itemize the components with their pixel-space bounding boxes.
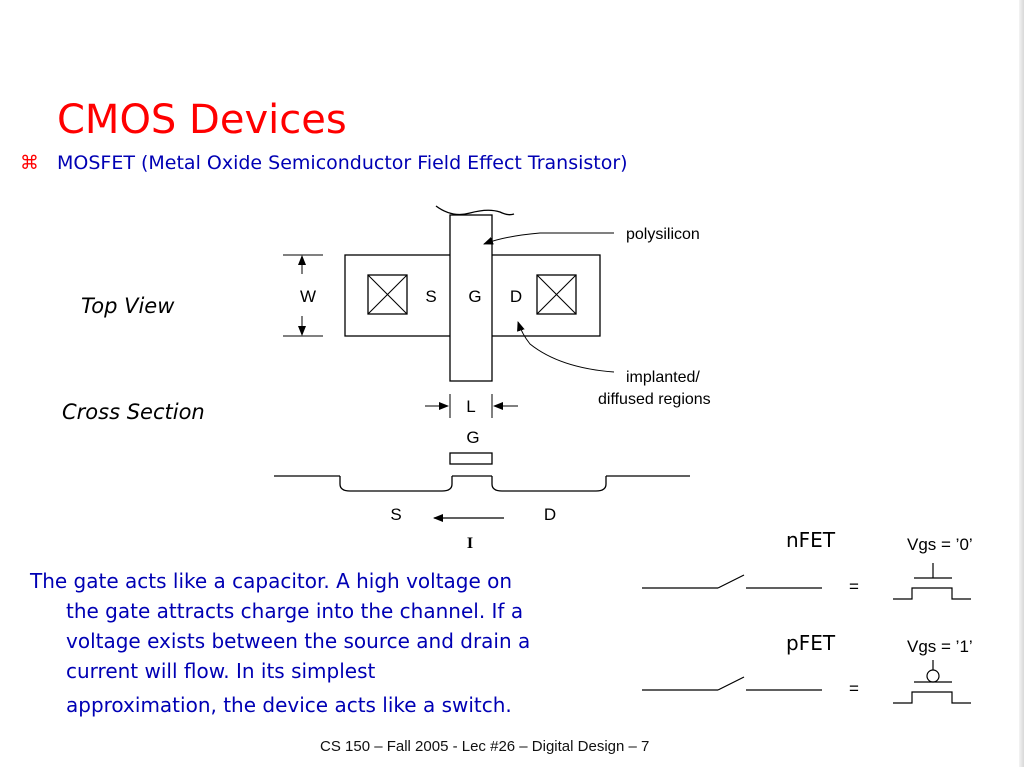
top-source-label: S: [425, 287, 436, 306]
break-line: [435, 205, 515, 216]
source-contact: [367, 274, 408, 315]
pfet-switch: [642, 676, 822, 691]
bullet-icon: ⌘: [20, 152, 39, 174]
implanted-callout-line2: diffused regions: [598, 391, 711, 408]
slide-edge-shadow: [1019, 0, 1024, 767]
nfet-label: nFET: [786, 528, 836, 552]
pfet-equals: =: [849, 679, 859, 698]
top-view-label: Top View: [81, 294, 175, 318]
cross-section-label: Cross Section: [62, 400, 205, 424]
length-label: L: [466, 397, 475, 416]
nfet-equals: =: [849, 577, 859, 596]
paragraph-line: the gate attracts charge into the channe…: [66, 599, 524, 623]
section-drain-label: D: [544, 505, 556, 524]
pfet-symbol: [893, 660, 971, 704]
nfet-switch: [642, 574, 822, 589]
section-gate-label: G: [466, 428, 479, 447]
polysilicon-callout: polysilicon: [626, 226, 700, 243]
top-gate-label: G: [468, 287, 481, 306]
nfet-vgs: Vgs = ’0’: [907, 535, 973, 554]
slide-footer: CS 150 – Fall 2005 - Lec #26 – Digital D…: [320, 738, 650, 755]
paragraph-line: current will flow. In its simplest: [66, 659, 376, 683]
drain-contact: [536, 274, 577, 315]
slide-title: CMOS Devices: [57, 97, 347, 138]
paragraph-line: The gate acts like a capacitor. A high v…: [30, 569, 513, 593]
drain-well: [491, 476, 607, 492]
source-well: [339, 476, 453, 492]
pfet-label: pFET: [786, 631, 836, 655]
section-gate-oxide: [449, 452, 493, 465]
current-label: I: [467, 535, 473, 552]
width-label: W: [300, 287, 316, 306]
pfet-vgs: Vgs = ’1’: [907, 637, 973, 656]
section-source-label: S: [390, 505, 401, 524]
paragraph-line: voltage exists between the source and dr…: [66, 629, 531, 653]
top-drain-label: D: [510, 287, 522, 306]
explanation-paragraph: The gate acts like a capacitor. A high v…: [30, 566, 630, 720]
paragraph-line: approximation, the device acts like a sw…: [66, 693, 512, 717]
bullet-text: MOSFET (Metal Oxide Semiconductor Field …: [57, 152, 628, 174]
nfet-symbol: [893, 563, 971, 600]
implanted-callout-line1: implanted/: [626, 369, 700, 386]
